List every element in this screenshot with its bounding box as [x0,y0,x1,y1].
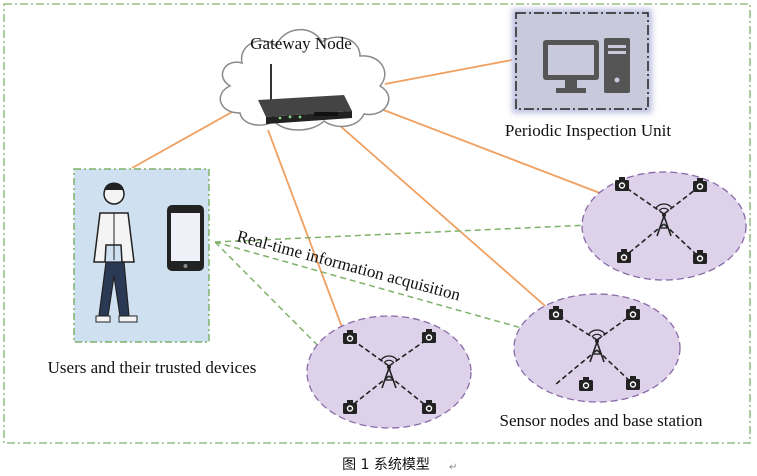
periodic-inspection-unit: Periodic Inspection Unit [505,9,671,140]
link-gateway-inspection [384,59,513,85]
dashed-link-cluster-right [214,221,657,243]
sensor-cluster-left [306,315,472,429]
inspection-label: Periodic Inspection Unit [505,121,671,140]
desktop-computer-icon [543,38,630,93]
realtime-label: Real-time information acquisition [235,227,463,305]
users-label: Users and their trusted devices [48,358,257,377]
gateway-label: Gateway Node [250,34,352,53]
link-gateway-cluster-left [267,129,347,339]
smartphone-icon [167,205,204,271]
users-and-devices: Users and their trusted devices [48,168,257,377]
router-icon [258,64,352,124]
return-mark-icon: ↵ [449,462,457,473]
person-icon [93,182,138,323]
sensor-cluster-middle: Sensor nodes and base station [499,293,703,430]
figure-caption: 图 1 系统模型 [342,457,430,473]
system-boundary [3,3,751,444]
sensor-cluster-right [581,171,747,281]
gateway-node: Gateway Node [219,28,390,131]
link-gateway-users [131,111,233,169]
dashed-link-cluster-middle [214,241,594,349]
sensors-label: Sensor nodes and base station [499,411,703,430]
